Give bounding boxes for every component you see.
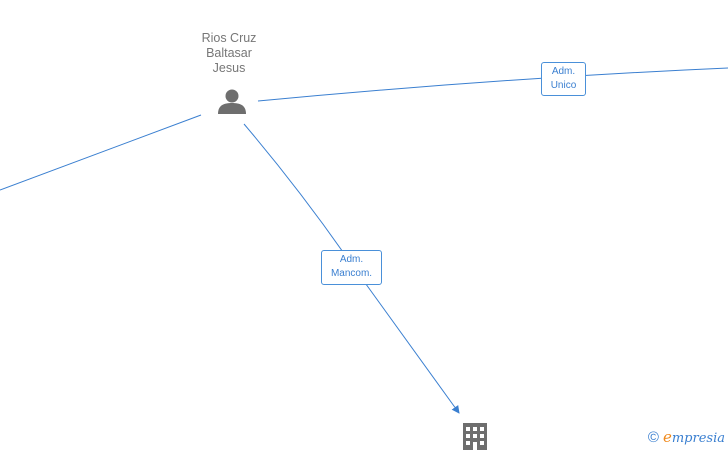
edge-label-line-1: Adm.: [339, 254, 364, 265]
building-icon[interactable]: [463, 423, 487, 450]
edge-label-line-2: Unico: [550, 80, 577, 91]
edge-label-adm-mancom[interactable]: Adm. Mancom.: [321, 250, 382, 285]
person-icon[interactable]: [218, 89, 246, 115]
empresia-watermark[interactable]: © empresia: [648, 428, 725, 446]
edge-line-to-right: [257, 67, 728, 102]
edge-label-line-1: Adm.: [551, 66, 576, 77]
edge-line-to-left: [0, 114, 202, 191]
copyright-icon: ©: [647, 428, 659, 446]
person-name-label[interactable]: Rios Cruz Baltasar Jesus: [179, 31, 279, 76]
edge-label-line-2: Mancom.: [330, 268, 373, 279]
edge-label-adm-unico[interactable]: Adm. Unico: [541, 62, 586, 96]
person-name-line-1: Rios Cruz: [201, 31, 257, 45]
brand-name: mpresia: [671, 431, 725, 446]
person-name-line-3: Jesus: [212, 61, 246, 75]
brand-initial: e: [662, 428, 672, 446]
brand-logo: empresia: [663, 428, 725, 446]
person-name-line-2: Baltasar: [206, 46, 252, 60]
